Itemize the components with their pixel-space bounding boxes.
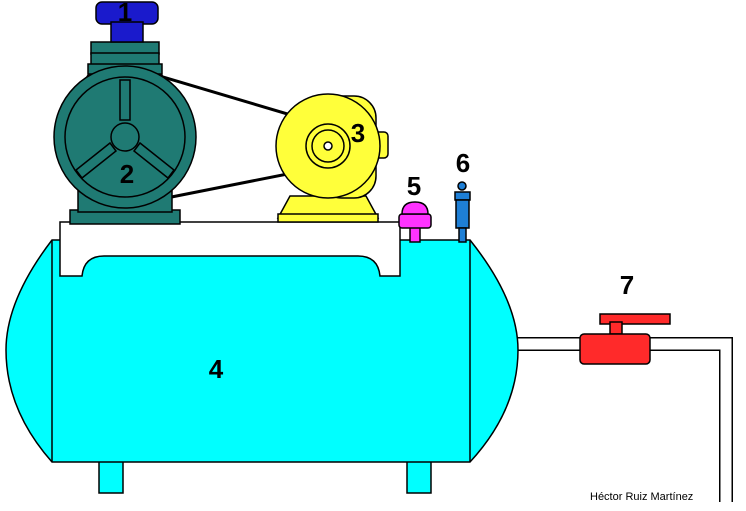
air-tank: [5, 239, 519, 494]
pressure-switch: [398, 201, 432, 243]
electric-motor-icon: [275, 93, 389, 223]
outlet-valve: [579, 313, 671, 365]
outlet-pipe: [512, 337, 733, 502]
base-plate: [59, 221, 401, 277]
label-4: 4: [209, 354, 224, 384]
label-6: 6: [456, 148, 470, 178]
label-1: 1: [118, 0, 132, 27]
author-credit: Héctor Ruiz Martínez: [590, 491, 693, 503]
compressor-head-icon: [53, 1, 197, 225]
label-3: 3: [351, 118, 365, 148]
label-5: 5: [407, 171, 421, 201]
safety-valve: [454, 181, 471, 243]
label-2: 2: [120, 159, 134, 189]
label-7: 7: [620, 270, 634, 300]
valve-handle: [599, 313, 671, 325]
